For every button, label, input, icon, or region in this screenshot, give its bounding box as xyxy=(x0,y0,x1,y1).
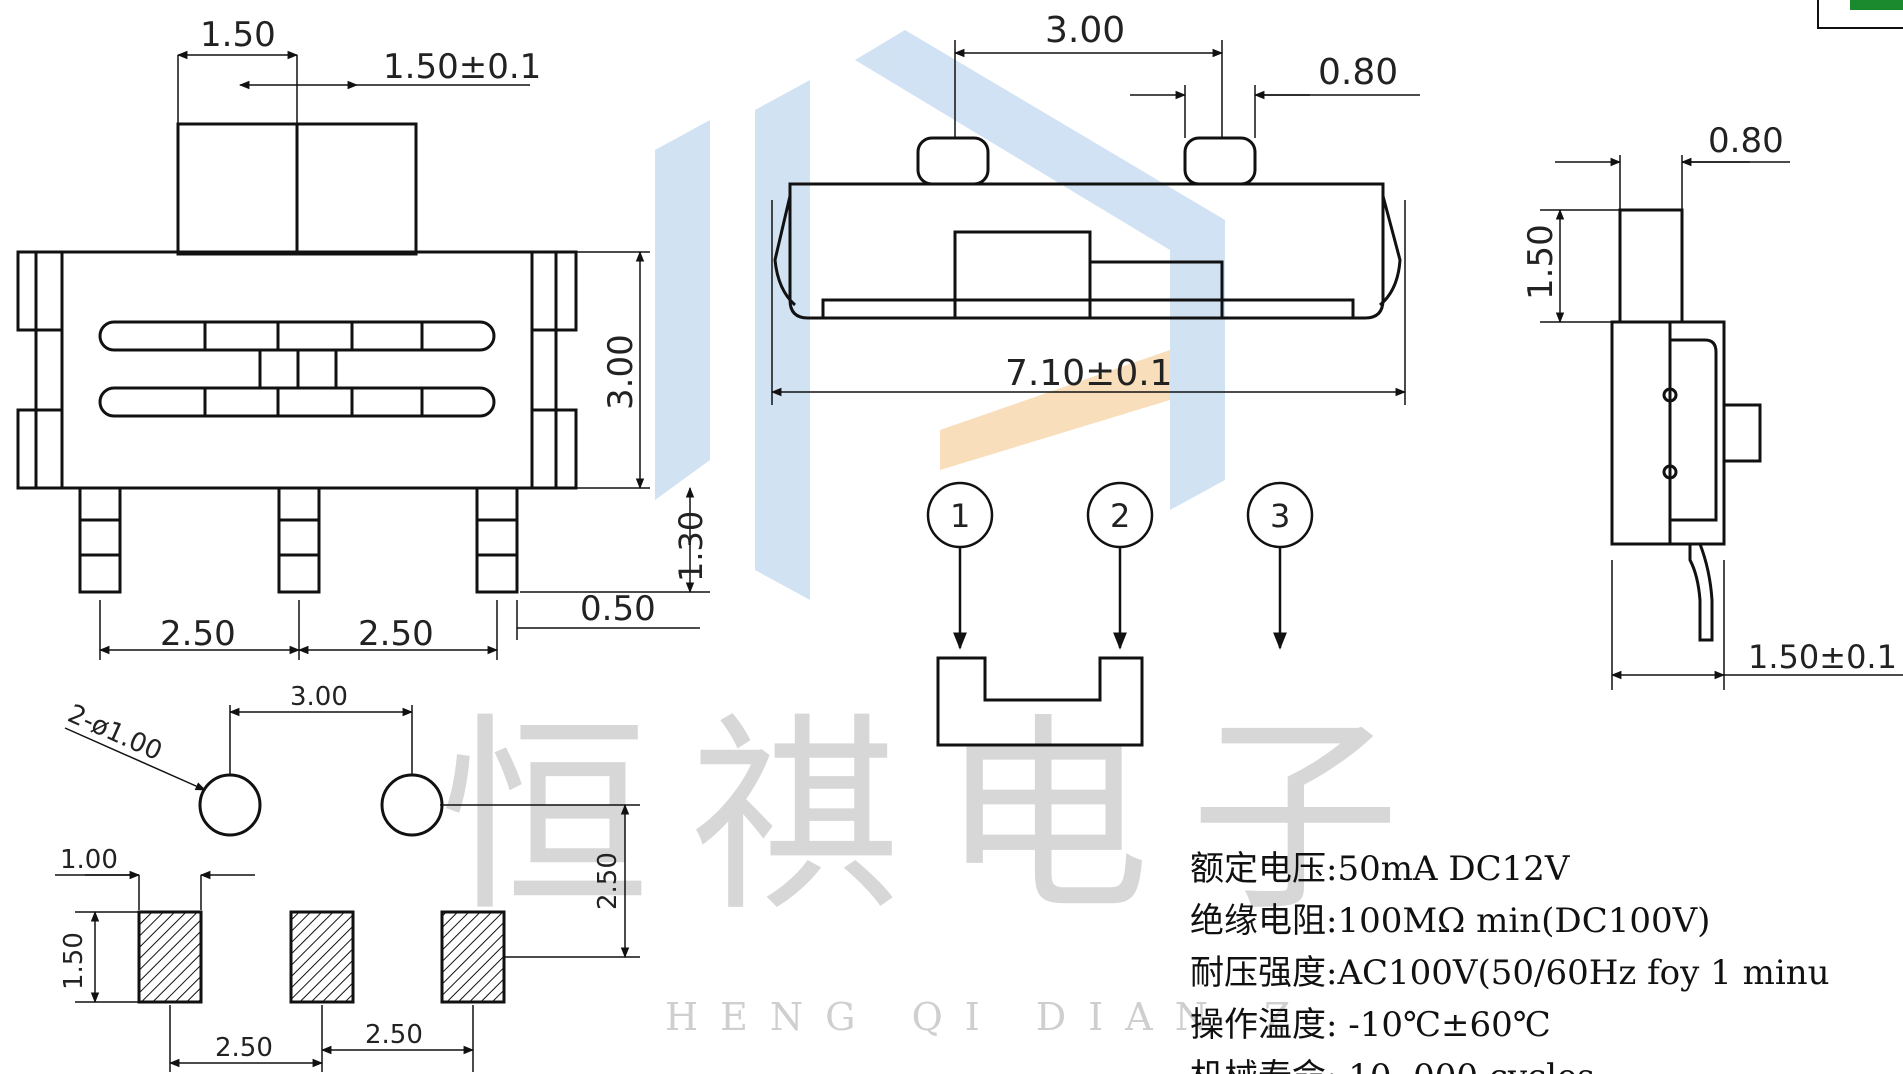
dim-row-spacing: 2.50 xyxy=(593,852,623,910)
dim-pad-pitch-left: 2.50 xyxy=(215,1033,273,1063)
spec-withstand: 耐压强度:AC100V(50/60Hz foy 1 minu xyxy=(1190,953,1830,993)
watermark-logo xyxy=(655,30,1225,600)
dim-knob-height: 1.50 xyxy=(1521,224,1561,300)
dim-pitch-left: 2.50 xyxy=(160,614,236,654)
mount-hole-left xyxy=(198,773,262,837)
pin-3-label: 3 xyxy=(1270,497,1290,535)
corner-badge xyxy=(1817,0,1903,29)
watermark-chinese: 恒祺电子 xyxy=(440,695,1440,940)
dim-pad-width: 1.00 xyxy=(60,845,118,875)
pad-3 xyxy=(440,910,506,1004)
dim-pin-width: 0.50 xyxy=(580,589,656,629)
pin-1-label: 1 xyxy=(950,497,970,535)
watermark-pinyin: HENG QI DIAN Z xyxy=(665,995,1312,1039)
dim-holes: 2-ø1.00 xyxy=(63,699,166,767)
top-view-dimension-lines xyxy=(98,50,710,660)
dim-pin-length: 1.30 xyxy=(672,511,710,582)
spec-rated-voltage: 额定电压:50mA DC12V xyxy=(1190,849,1571,889)
dim-pad-pitch-right: 2.50 xyxy=(365,1020,423,1050)
front-view-dimension-lines xyxy=(770,40,1420,405)
spec-life: 机械寿命: 10, 000 cycles xyxy=(1190,1057,1595,1074)
dim-bump-spacing: 3.00 xyxy=(1045,10,1125,51)
dim-body-height: 3.00 xyxy=(601,334,641,410)
mount-hole-right xyxy=(380,773,444,837)
spec-list: 额定电压:50mA DC12V 绝缘电阻:100MΩ min(DC100V) 耐… xyxy=(1190,849,1830,1074)
dim-pitch-right: 2.50 xyxy=(358,614,434,654)
spec-insulation: 绝缘电阻:100MΩ min(DC100V) xyxy=(1190,901,1710,941)
pcb-footprint xyxy=(137,773,506,1004)
dim-pad-height: 1.50 xyxy=(59,932,89,990)
dim-total-length: 7.10±0.1 xyxy=(1005,353,1173,394)
side-view xyxy=(1610,208,1762,642)
pin-2-label: 2 xyxy=(1110,497,1130,535)
dim-button-half: 1.50±0.1 xyxy=(383,47,541,87)
dim-hole-spacing: 3.00 xyxy=(290,682,348,712)
dim-button-width: 1.50 xyxy=(200,15,276,55)
pad-1 xyxy=(137,910,203,1004)
top-view xyxy=(16,122,578,594)
dim-pin-offset: 1.50±0.1 xyxy=(1748,638,1897,676)
circuit-schematic xyxy=(926,481,1314,747)
pad-2 xyxy=(289,910,355,1004)
front-view xyxy=(773,136,1402,320)
side-view-dimension-lines xyxy=(1540,155,1903,690)
spec-temperature: 操作温度: -10℃±60℃ xyxy=(1190,1005,1551,1045)
dim-bump-width: 0.80 xyxy=(1318,52,1398,93)
dim-knob-width: 0.80 xyxy=(1708,121,1784,161)
footprint-dimension-lines xyxy=(55,705,640,1072)
